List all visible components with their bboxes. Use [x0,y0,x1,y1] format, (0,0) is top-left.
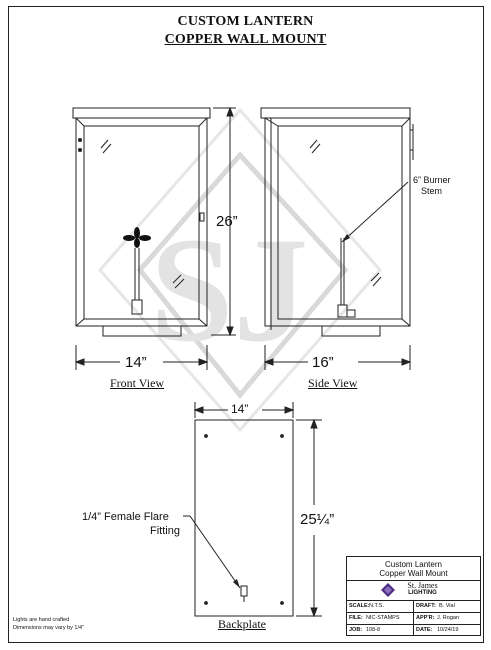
scale-label: SCALE: [349,603,370,609]
title-block-company: St. James [407,581,438,590]
front-view-drawing [72,107,211,337]
title-block: Custom Lantern Copper Wall Mount St. Jam… [346,556,481,636]
front-height-label: 26” [216,213,238,230]
flare-leader-line [189,515,241,589]
file-value: NIC-STAMPS [366,615,400,621]
drawing-border [8,6,484,643]
scale-value: N.T.S. [369,603,384,609]
appr-label: APP'R: [416,615,435,621]
side-depth-label: 16” [312,354,334,371]
side-view-label: Side View [308,376,358,390]
burner-leader-line [341,181,409,243]
st-james-logo-icon [381,583,395,597]
job-value: 108-8 [366,627,381,633]
flare-callout-line1: 1/4” Female Flare [82,511,169,523]
backplate-height-dimension [296,418,322,618]
flare-callout-line2: Fitting [150,525,180,537]
burner-callout-line1: 6” Burner [413,175,451,185]
file-label: FILE: [349,615,363,621]
front-width-dimension [74,345,209,370]
title-block-name-line1: Custom Lantern [385,560,442,569]
watermark-logo: SJ [98,107,382,433]
watermark-text: SJ [150,207,308,373]
burner-flame-icon [123,227,151,248]
front-height-dimension [211,106,236,337]
title-block-company-sub: LIGHTING [408,590,437,596]
draft-value: B. Vial [439,603,455,609]
appr-value: J. Rogan [437,615,460,621]
drawing-title-line1: CUSTOM LANTERN [177,14,314,29]
side-depth-dimension [263,345,412,370]
backplate-height-label: 25¼” [300,511,335,528]
date-label: DATE: [416,627,433,633]
backplate-drawing [194,419,294,617]
burner-callout-line2: Stem [421,186,443,196]
drawing-title-line2: COPPER WALL MOUNT [164,32,327,47]
front-width-label: 14” [125,354,147,371]
side-view-drawing [260,107,414,337]
front-view-label: Front View [110,376,165,390]
backplate-width-dimension [193,402,295,418]
backplate-label: Backplate [218,617,266,631]
draft-label: DRAFT: [416,603,436,609]
backplate-width-label: 14” [231,402,249,416]
job-label: JOB: [349,627,363,633]
date-value: 10/24/19 [437,627,459,633]
title-block-name-line2: Copper Wall Mount [379,569,448,578]
flare-leader-arrow [233,579,240,588]
burner-leader-arrow [342,234,350,242]
note-hand-crafted: Lights are hand crafted [13,617,70,623]
note-dimensions-vary: Dimensions may vary by 1/4” [13,625,84,631]
